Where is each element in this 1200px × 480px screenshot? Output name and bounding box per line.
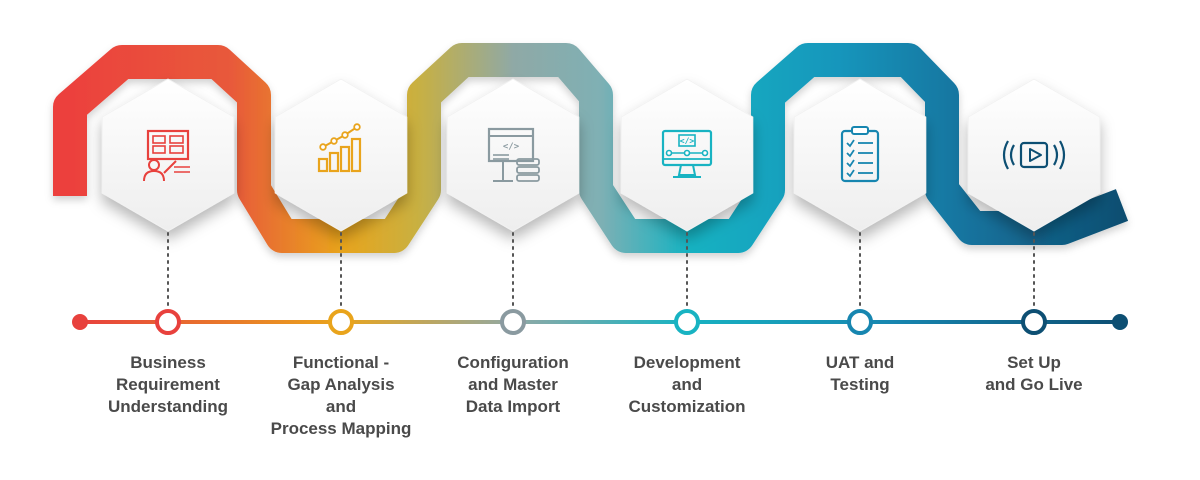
checklist-clipboard-icon (840, 126, 880, 183)
wave-ribbon (53, 43, 1129, 253)
timeline-end-dot (1112, 314, 1128, 330)
ribbon-path (53, 43, 1129, 253)
step-hexagon-s5 (793, 78, 927, 232)
timeline-node-s2 (328, 309, 354, 335)
step-hexagon-s2 (274, 78, 408, 232)
hexagon-shape (967, 78, 1101, 232)
timeline-node-s3 (500, 309, 526, 335)
svg-text:</>: </> (503, 142, 520, 152)
step-label-s4: Development and Customization (628, 353, 746, 416)
step-label-s1: Business Requirement Understanding (108, 353, 228, 416)
timeline-node-s5 (847, 309, 873, 335)
step-hexagon-s6 (967, 78, 1101, 232)
svg-text:</>: </> (680, 137, 695, 146)
timeline-node-s6 (1021, 309, 1047, 335)
timeline-node-s4 (674, 309, 700, 335)
timeline-start-dot (72, 314, 88, 330)
step-label-s3: Configuration and Master Data Import (457, 353, 569, 416)
server-code-icon: </> (487, 127, 540, 182)
hexagon-layer: </> </> (101, 78, 1101, 232)
hexagon-shape (101, 78, 235, 232)
growth-chart-icon (317, 123, 362, 173)
step-label-s2: Functional - Gap Analysis and Process Ma… (270, 353, 412, 438)
timeline (72, 314, 1128, 330)
connector-layer (167, 232, 1035, 311)
step-label-s6: Set Up and Go Live (985, 353, 1083, 394)
step-hexagon-s4: </> (620, 78, 754, 232)
video-play-icon (1002, 140, 1066, 170)
presentation-board-icon (143, 129, 190, 182)
step-hexagon-s1 (101, 78, 235, 232)
step-hexagon-s3: </> (446, 78, 580, 232)
monitor-code-icon: </> (661, 129, 713, 178)
hexagon-shape (446, 78, 580, 232)
hexagon-shape (793, 78, 927, 232)
step-label-s5: UAT and Testing (825, 353, 895, 394)
timeline-nodes (155, 309, 1047, 335)
timeline-node-s1 (155, 309, 181, 335)
